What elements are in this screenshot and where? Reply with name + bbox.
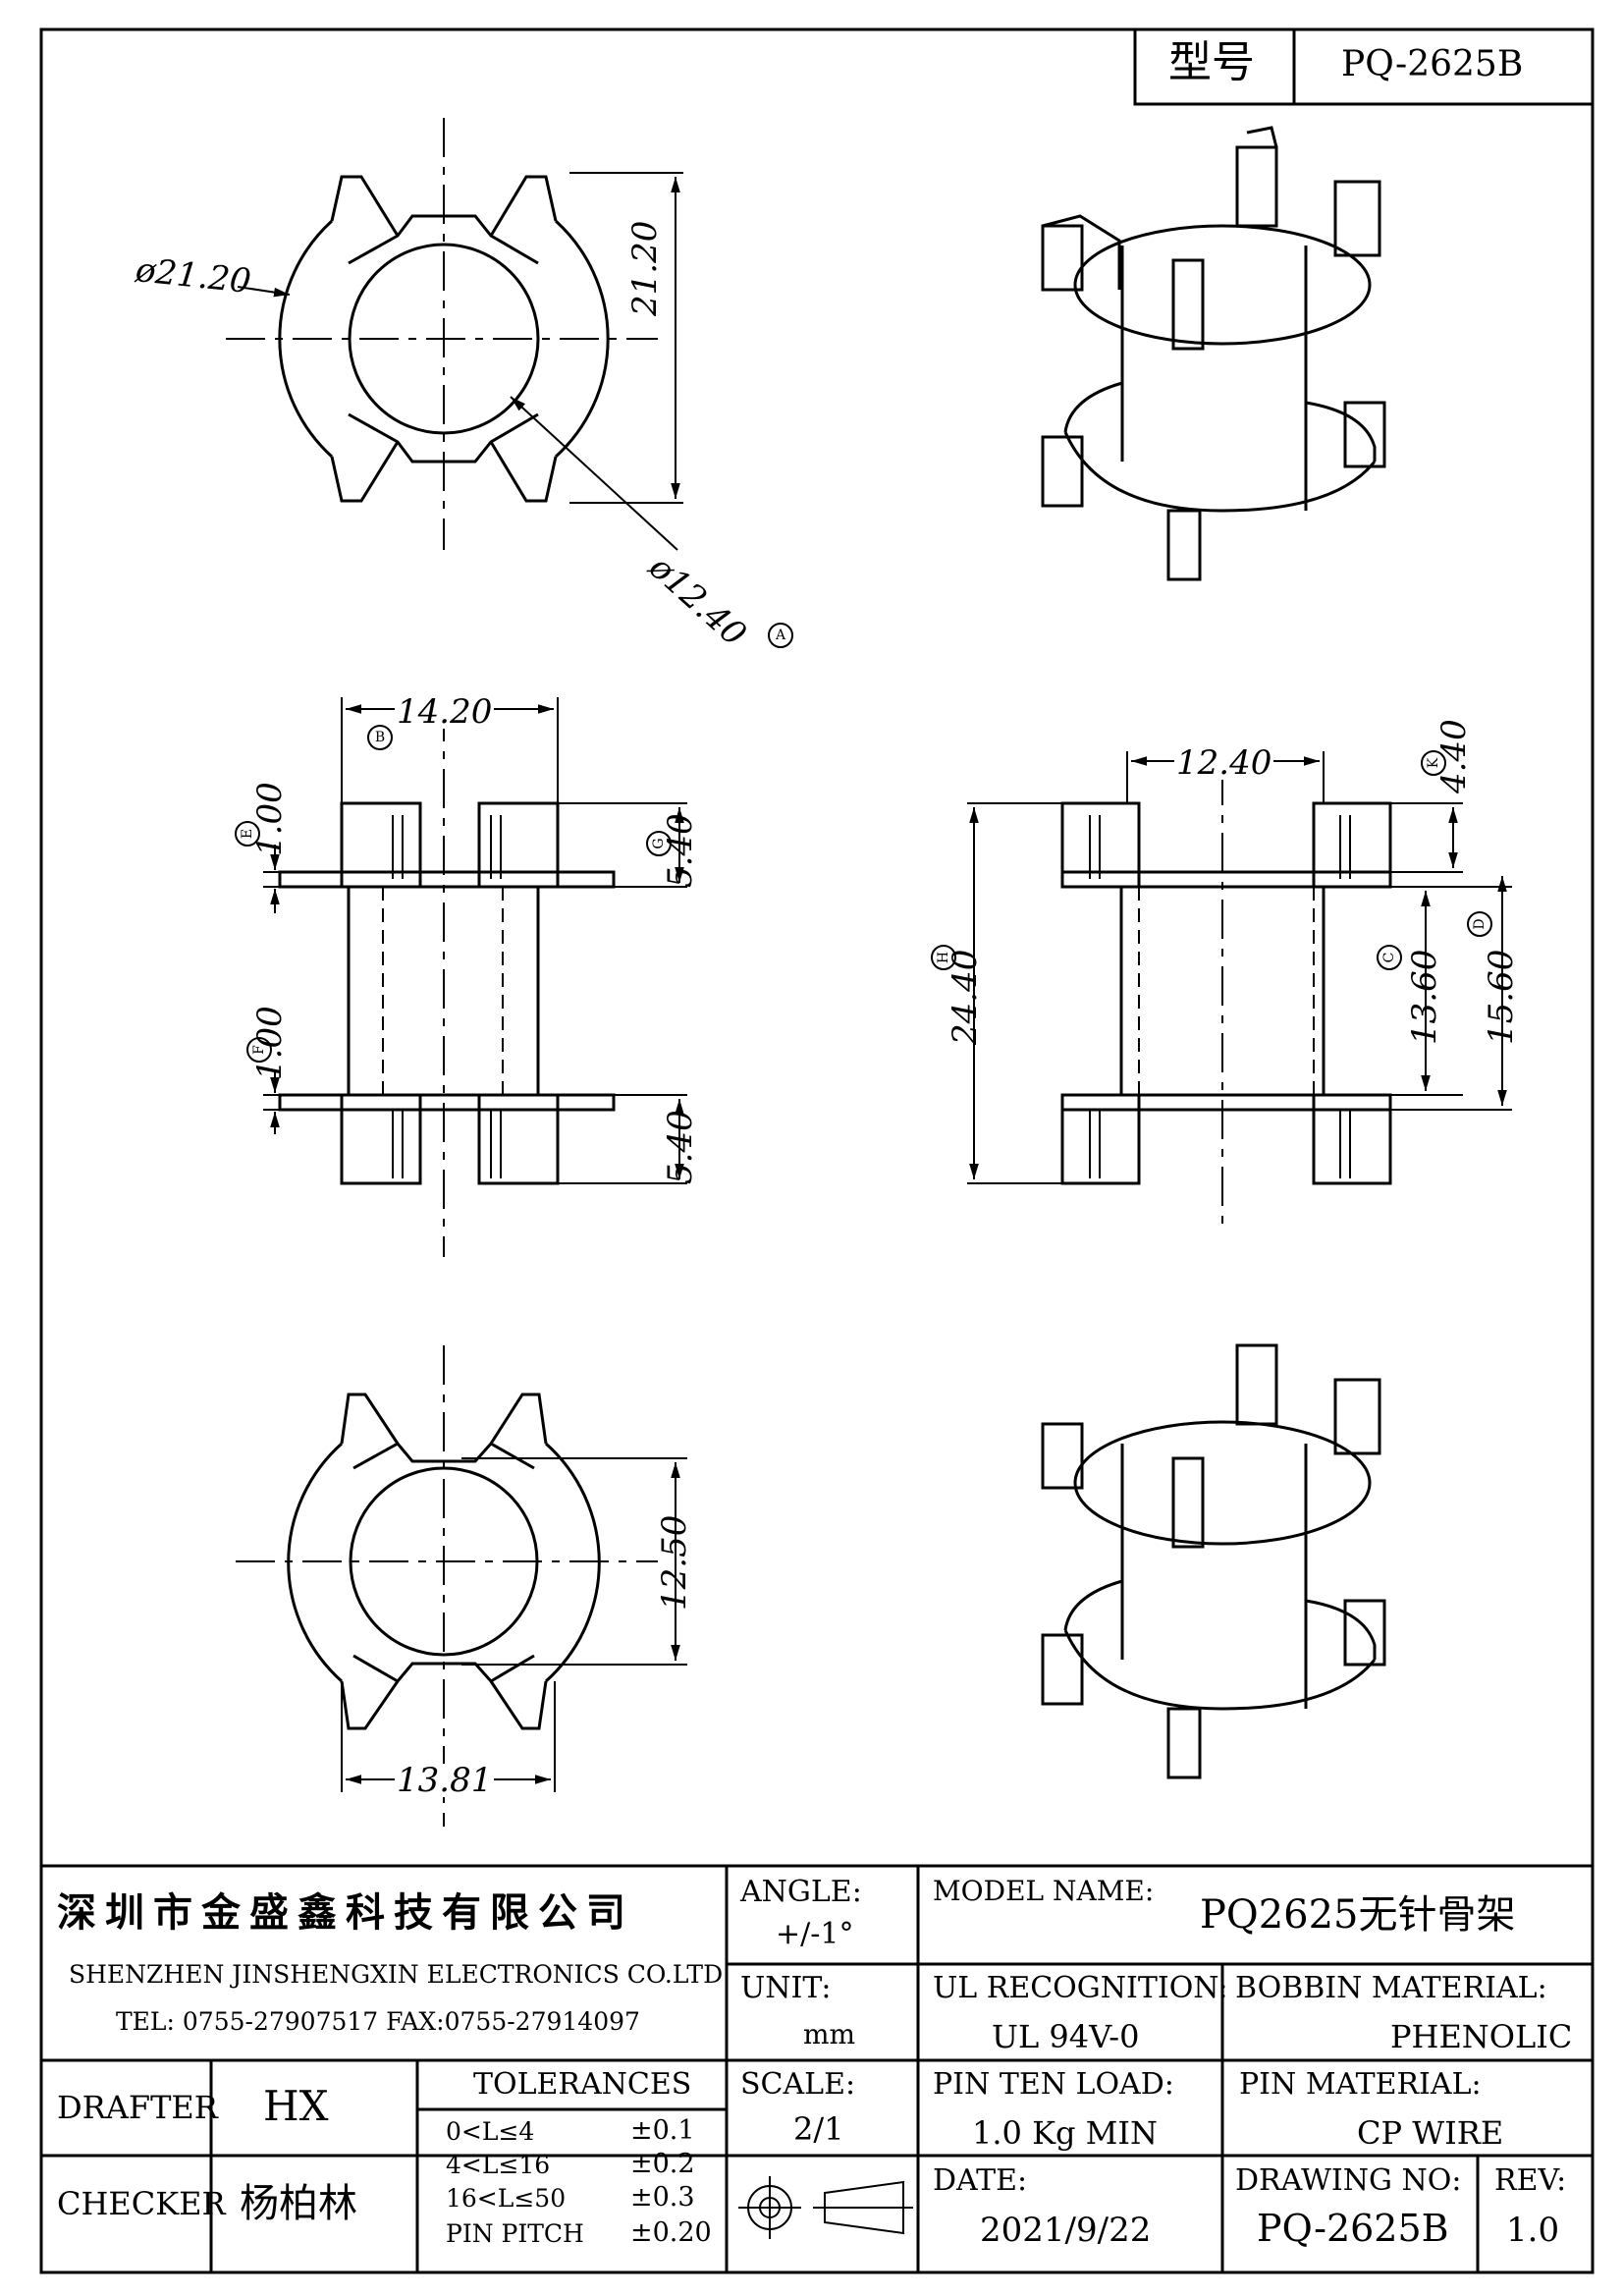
drawing-no-value: PQ-2625B (1257, 2207, 1449, 2250)
pin-load-value: 1.0 Kg MIN (972, 2114, 1159, 2152)
bottom-view (236, 1345, 687, 1827)
date-value: 2021/9/22 (980, 2211, 1152, 2250)
tolerance-range: 4<L≤16 (446, 2151, 551, 2179)
pin-material-value: CP WIRE (1357, 2114, 1504, 2152)
dim-flange-bottom: 1.00 (250, 1006, 290, 1080)
tolerance-range: PIN PITCH (446, 2219, 584, 2248)
dim-side-inner: 13.60 (1405, 949, 1444, 1045)
model-value: PQ-2625B (1341, 44, 1524, 84)
scale-value: 2/1 (793, 2110, 844, 2148)
bobbin-label: BOBBIN MATERIAL: (1235, 1971, 1547, 2005)
rev-label: REV: (1494, 2163, 1567, 2198)
date-label: DATE: (933, 2163, 1028, 2198)
scale-label: SCALE: (740, 2067, 856, 2102)
angle-value: +/-1° (776, 1917, 854, 1951)
front-view (263, 697, 687, 1257)
tolerance-value: ±0.3 (630, 2182, 695, 2213)
company-cn: 深圳市金盛鑫科技有限公司 (57, 1889, 634, 1936)
iso-view-top (1041, 126, 1386, 581)
checker-label: CHECKER (57, 2185, 226, 2222)
unit-value: mm (803, 2018, 856, 2050)
dim-side-width: 12.40 (1174, 743, 1274, 783)
company-contact: TEL: 0755-27907517 FAX:0755-27914097 (116, 2007, 640, 2036)
drafter-label: DRAFTER (57, 2089, 218, 2126)
marker-d: D (1467, 911, 1492, 937)
dim-bottom-width: 13.81 (395, 1761, 495, 1800)
marker-b: B (367, 725, 393, 750)
tolerances-label: TOLERANCES (473, 2067, 692, 2102)
top-view (226, 118, 683, 551)
ul-label: UL RECOGNITION: (933, 1971, 1228, 2005)
tolerance-value: ±0.20 (630, 2217, 712, 2248)
side-view (967, 751, 1512, 1228)
dim-bottom-height: 12.50 (655, 1514, 694, 1611)
bobbin-value: PHENOLIC (1390, 2018, 1573, 2055)
company-en: SHENZHEN JINSHENGXIN ELECTRONICS CO.LTD (69, 1960, 724, 1989)
ul-value: UL 94V-0 (992, 2018, 1140, 2055)
angle-label: ANGLE: (740, 1875, 862, 1909)
drawing-no-label: DRAWING NO: (1235, 2163, 1462, 2198)
marker-c: C (1377, 945, 1402, 970)
checker-value: 杨柏林 (240, 2181, 357, 2226)
tolerance-range: 16<L≤50 (446, 2184, 567, 2213)
rev-value: 1.0 (1506, 2211, 1560, 2250)
dim-side-outer: 15.60 (1482, 949, 1521, 1045)
model-name-value: PQ2625无针骨架 (1200, 1892, 1516, 1938)
dim-flange-top: 1.00 (250, 782, 290, 856)
projection-symbol (738, 2176, 913, 2239)
iso-view-bottom (1041, 1343, 1386, 1779)
pin-material-label: PIN MATERIAL: (1239, 2067, 1482, 2102)
tolerance-value: ±0.1 (630, 2115, 695, 2146)
dim-side-pin: 4.40 (1434, 719, 1474, 793)
dim-pin-top: 5.40 (661, 813, 700, 888)
dim-top-height: 21.20 (625, 220, 665, 316)
pin-load-label: PIN TEN LOAD: (933, 2067, 1174, 2102)
model-label: 型号 (1168, 37, 1255, 87)
title-block-grid (41, 1864, 1593, 2272)
drafter-value: HX (263, 2082, 329, 2130)
tolerance-value: ±0.2 (630, 2149, 695, 2179)
dim-pin-bottom: 5.40 (661, 1110, 700, 1184)
model-name-label: MODEL NAME: (933, 1875, 1155, 1907)
marker-a: A (768, 623, 793, 648)
tolerance-range: 0<L≤4 (446, 2117, 535, 2146)
dim-side-height: 24.40 (946, 949, 985, 1045)
unit-label: UNIT: (740, 1971, 832, 2005)
dim-front-width: 14.20 (395, 692, 495, 732)
